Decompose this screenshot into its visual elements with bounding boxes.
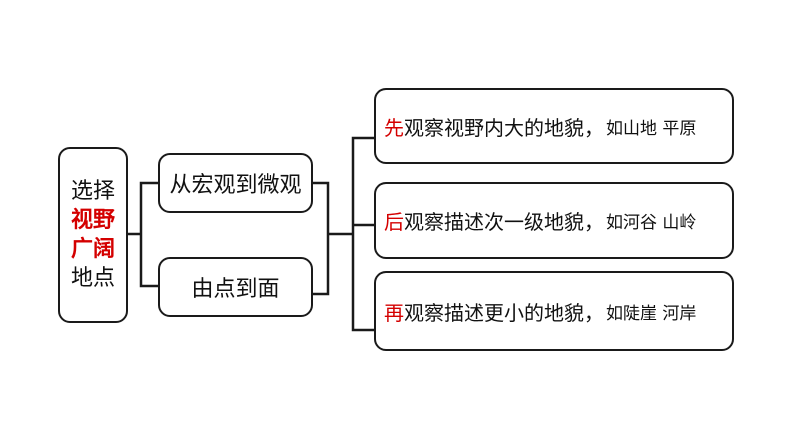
step-lead: 后 <box>384 210 404 234</box>
method-label: 由点到面 <box>191 277 280 302</box>
step-node-finally: 再观察描述更小的地貌，如陡崖 河岸 <box>374 271 734 351</box>
root-line-1: 选择 <box>70 179 115 204</box>
root-line-2: 视野 <box>70 208 115 233</box>
root-line-3: 广阔 <box>70 237 115 262</box>
step-node-first: 先观察视野内大的地貌，如山地 平原 <box>374 88 734 164</box>
root-line-4: 地点 <box>70 266 115 291</box>
method-node-point-to-area: 由点到面 <box>158 257 313 317</box>
step-lead: 再 <box>384 300 404 325</box>
connector-methods <box>139 181 158 288</box>
connector-steps <box>351 136 374 332</box>
method-label: 从宏观到微观 <box>169 173 302 198</box>
step-example: 如山地 平原 <box>606 118 697 139</box>
root-node: 选择 视野 广阔 地点 <box>58 147 128 323</box>
step-lead: 先 <box>384 115 404 140</box>
connector-methods-out <box>312 181 330 296</box>
step-example: 如河谷 山岭 <box>606 213 697 233</box>
method-node-macro-to-micro: 从宏观到微观 <box>158 153 313 213</box>
step-text: 观察描述次一级地貌， <box>404 210 604 234</box>
step-example: 如陡崖 河岸 <box>606 303 697 324</box>
step-text: 观察视野内大的地貌， <box>404 115 604 140</box>
step-text: 观察描述更小的地貌， <box>404 300 604 325</box>
step-node-then: 后观察描述次一级地貌，如河谷 山岭 <box>374 182 734 259</box>
